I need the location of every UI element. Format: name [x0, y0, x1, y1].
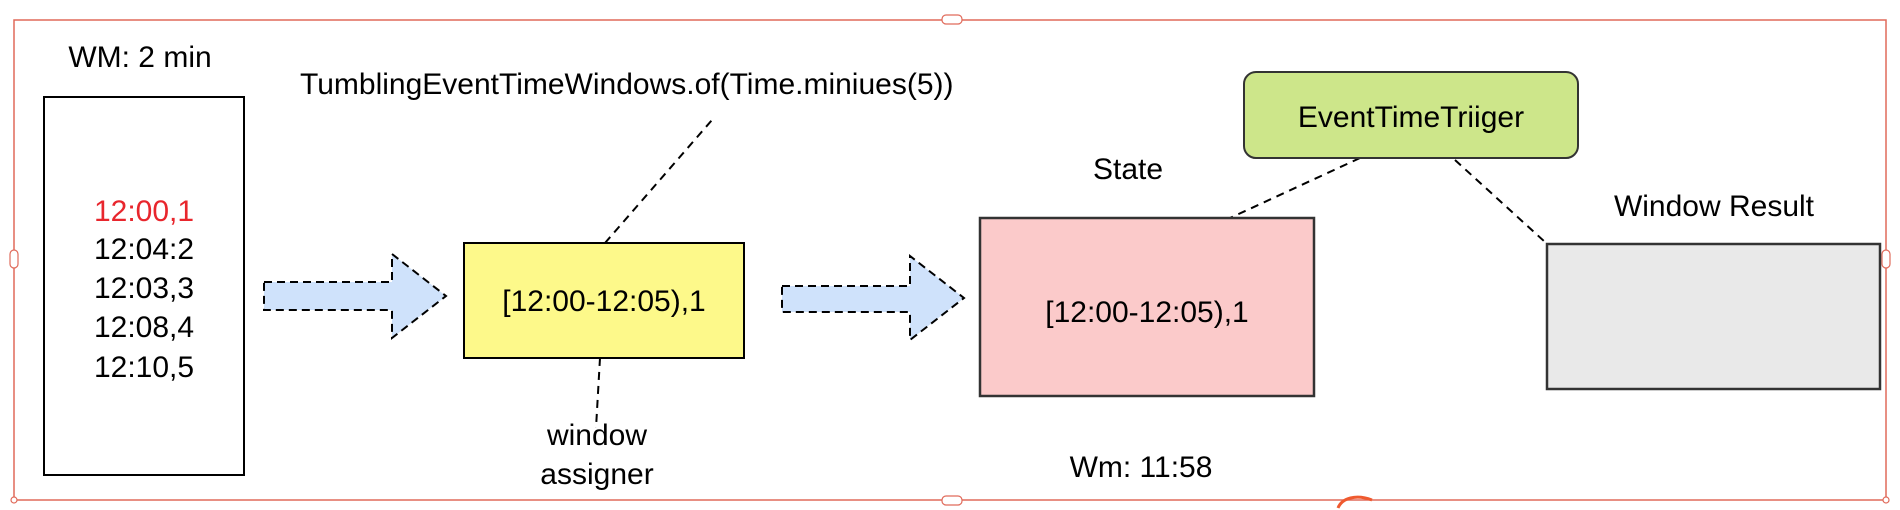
stream-record: 12:03,3: [94, 272, 194, 305]
trigger-result-connector: [1454, 159, 1546, 243]
assigner-window-text: [12:00-12:05),1: [502, 285, 705, 318]
partial-icon-bottom: [1336, 495, 1373, 509]
assigner-code-label: TumblingEventTimeWindows.of(Time.miniues…: [300, 68, 954, 101]
stream-watermark-label: WM: 2 min: [68, 41, 211, 74]
state-box: [978, 216, 1316, 398]
flow-arrow-assigner-to-state: [781, 253, 966, 343]
event-time-trigger-box: [1243, 71, 1579, 159]
stream-record: 12:10,5: [94, 351, 194, 384]
state-title: State: [1093, 153, 1163, 186]
trigger-state-connector: [1229, 157, 1361, 219]
selection-handle-bottom-right[interactable]: [1882, 496, 1890, 504]
assigner-caption-connector: [595, 357, 601, 429]
flow-arrow-stream-to-assigner: [263, 251, 448, 341]
input-stream-box: [43, 96, 245, 476]
assigner-code-connector: [604, 119, 713, 244]
selection-handle-top[interactable]: [941, 14, 963, 25]
stream-records: 12:00,1 12:04:2 12:03,3 12:08,4 12:10,5: [94, 195, 194, 384]
window-result-title: Window Result: [1614, 190, 1815, 223]
selection-handle-right[interactable]: [1881, 249, 1891, 269]
selection-handle-bottom[interactable]: [941, 495, 963, 506]
stream-record: 12:08,4: [94, 311, 194, 344]
stream-record: 12:00,1: [94, 195, 194, 228]
window-result-box: [1545, 242, 1882, 391]
assigner-caption-line2: assigner: [540, 458, 653, 491]
selection-handle-left[interactable]: [9, 249, 19, 269]
selection-handle-bottom-left[interactable]: [10, 496, 18, 504]
assigner-caption-line1: window: [546, 419, 647, 452]
state-watermark-label: Wm: 11:58: [1070, 451, 1213, 484]
trigger-label: EventTimeTriiger: [1298, 101, 1524, 134]
state-window-text: [12:00-12:05),1: [1045, 296, 1248, 329]
stream-record: 12:04:2: [94, 233, 194, 266]
window-assigner-box: [463, 242, 745, 359]
